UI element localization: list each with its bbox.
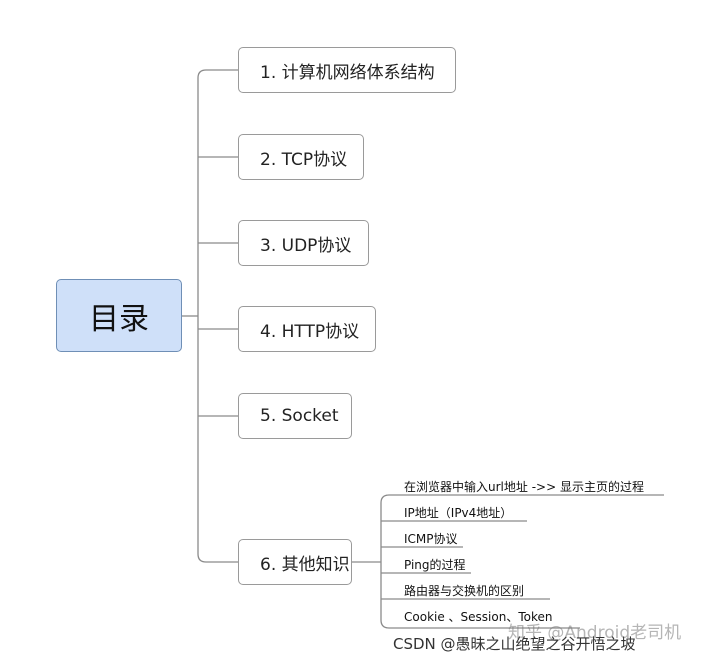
root-label: 目录 <box>89 301 149 337</box>
subtopic-icmp[interactable]: ICMP协议 <box>404 532 458 546</box>
topic-label: 3. UDP协议 <box>260 235 352 256</box>
zhihu-watermark: 知乎 @Android老司机 <box>508 623 682 643</box>
subtopic-cookie-session-token[interactable]: Cookie 、Session、Token <box>404 610 553 624</box>
topic-network-architecture[interactable]: 1. 计算机网络体系结构 <box>238 47 456 93</box>
root-node[interactable]: 目录 <box>56 279 182 352</box>
topic-label: 2. TCP协议 <box>260 149 348 170</box>
connector-trunk <box>197 69 238 563</box>
topic-udp[interactable]: 3. UDP协议 <box>238 220 369 266</box>
subtopic-ip-address[interactable]: IP地址（IPv4地址） <box>404 506 513 520</box>
connector-subtrunk <box>380 494 664 629</box>
topic-label: 4. HTTP协议 <box>260 321 360 342</box>
subtopic-ping-process[interactable]: Ping的过程 <box>404 558 466 572</box>
topic-label: 1. 计算机网络体系结构 <box>260 62 435 83</box>
topic-socket[interactable]: 5. Socket <box>238 393 352 439</box>
csdn-watermark: CSDN @愚昧之山绝望之谷开悟之坡 <box>393 635 636 653</box>
topic-label: 6. 其他知识 <box>260 554 350 575</box>
subtopic-router-vs-switch[interactable]: 路由器与交换机的区别 <box>404 584 525 598</box>
topic-label: 5. Socket <box>260 406 339 426</box>
topic-http[interactable]: 4. HTTP协议 <box>238 306 376 352</box>
topic-other-knowledge[interactable]: 6. 其他知识 <box>238 539 352 585</box>
topic-tcp[interactable]: 2. TCP协议 <box>238 134 364 180</box>
subtopic-browser-url-process[interactable]: 在浏览器中输入url地址 ->> 显示主页的过程 <box>404 480 644 494</box>
